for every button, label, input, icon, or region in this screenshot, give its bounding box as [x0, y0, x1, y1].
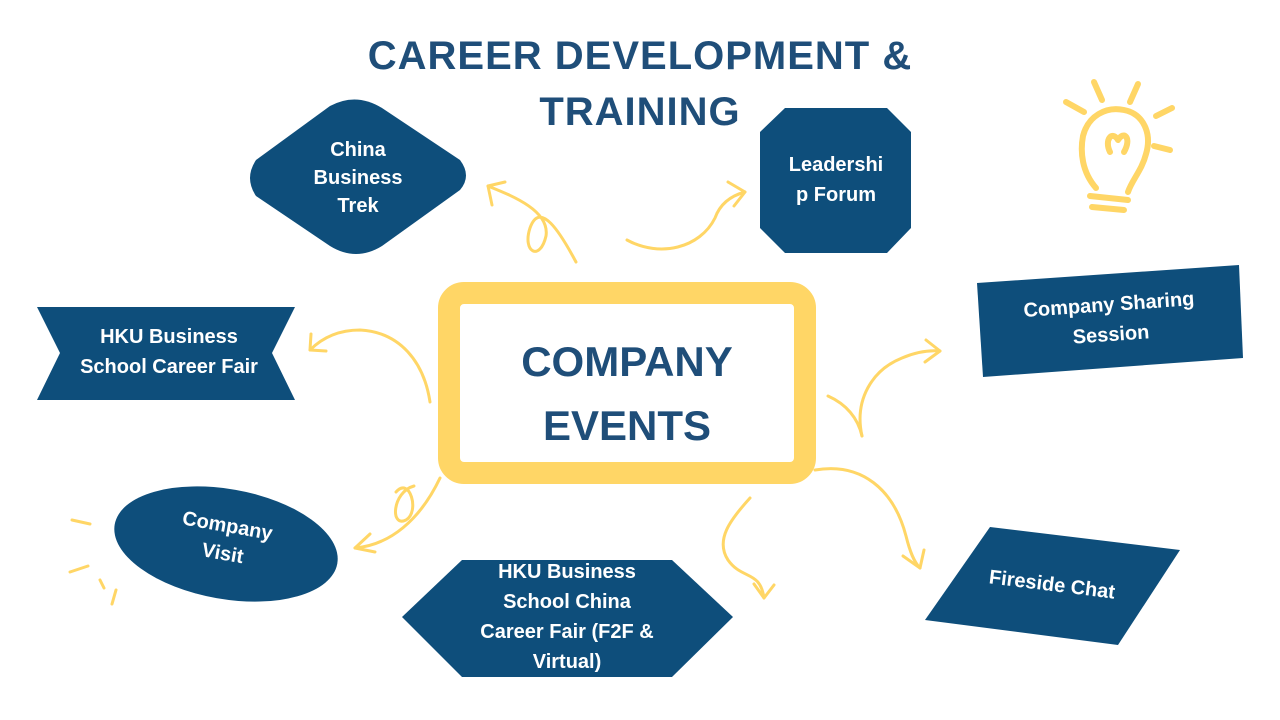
arrowhead-fireside-chat: [901, 548, 926, 570]
arrow-to-china-business-trek: [486, 184, 578, 264]
company-events-frame: [438, 282, 816, 484]
arrowhead-hku-career-fair: [308, 332, 328, 353]
arrowhead-leadership-forum: [726, 180, 747, 208]
arrowhead-company-sharing: [923, 338, 942, 364]
china-career-fair-label: HKU Business School China Career Fair (F…: [480, 561, 654, 673]
leadership-forum-label: Leadershi p Forum: [788, 154, 884, 206]
company-sharing-rectangle: [977, 265, 1243, 377]
arrow-to-company-sharing: [858, 349, 942, 438]
arrow-to-hku-career-fair: [308, 328, 432, 404]
fireside-chat-parallelogram: [925, 527, 1180, 645]
company-events-line-2: EVENTS: [542, 402, 712, 449]
china-career-fair-hexagon: [402, 560, 733, 677]
hku-career-fair-ribbon: [37, 307, 295, 400]
china-business-trek-label: China Business Trek: [313, 139, 403, 217]
arrow-to-company-visit: [353, 476, 442, 550]
page-title-line-2: TRAINING: [539, 90, 741, 134]
page-title: CAREER DEVELOPMENT & TRAINING: [290, 28, 990, 140]
arrowhead-china-business-trek: [486, 180, 507, 207]
arrowhead-company-visit: [353, 532, 377, 554]
company-visit-ellipse: [114, 486, 338, 602]
company-events-label: COMPANY EVENTS: [438, 330, 816, 458]
arrow-to-fireside-chat: [813, 467, 922, 570]
leadership-forum-octagon: [760, 108, 911, 253]
arrow-to-leadership-forum: [625, 190, 747, 251]
page-title-line-1: CAREER DEVELOPMENT &: [367, 34, 913, 78]
arrow-to-china-career-fair: [721, 496, 766, 600]
arrow-loop-company-visit: [394, 484, 416, 523]
lightbulb-icon: [1063, 79, 1175, 213]
arrow-tail-company-sharing: [826, 394, 864, 438]
china-business-trek-diamond: [250, 99, 466, 254]
sparkle-icon: [68, 518, 118, 606]
hku-career-fair-label: HKU Business School Career Fair: [80, 326, 258, 378]
company-events-line-1: COMPANY: [521, 338, 733, 385]
arrowhead-china-career-fair: [752, 582, 776, 600]
